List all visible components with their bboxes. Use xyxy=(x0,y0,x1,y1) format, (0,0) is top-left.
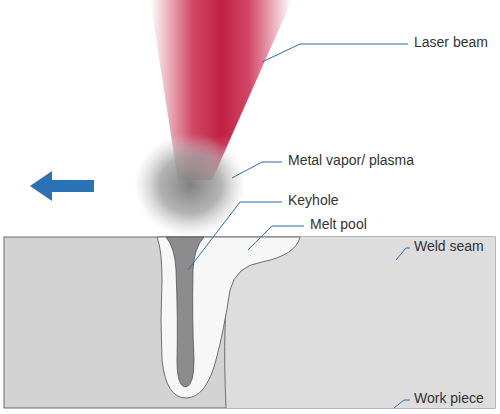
part-label: Keyhole xyxy=(288,192,339,208)
weld-seam xyxy=(225,237,495,408)
part-label: Melt pool xyxy=(310,216,367,232)
melt-pool xyxy=(157,237,300,398)
leader-line xyxy=(248,226,304,250)
metal-vapor-plasma xyxy=(134,133,246,237)
part-label: Weld seam xyxy=(414,238,484,254)
leader-line xyxy=(188,202,282,270)
part-label: Work piece xyxy=(414,390,484,406)
leader-line xyxy=(262,44,408,62)
leader-line xyxy=(394,400,410,408)
part-label: Laser beam xyxy=(414,34,488,50)
keyhole xyxy=(166,237,204,387)
part-label: Metal vapor/ plasma xyxy=(288,152,414,168)
direction-arrow xyxy=(30,171,94,201)
leader-line xyxy=(396,248,410,260)
leader-line xyxy=(232,162,282,178)
work-piece xyxy=(4,237,495,408)
leader-lines xyxy=(188,44,410,408)
